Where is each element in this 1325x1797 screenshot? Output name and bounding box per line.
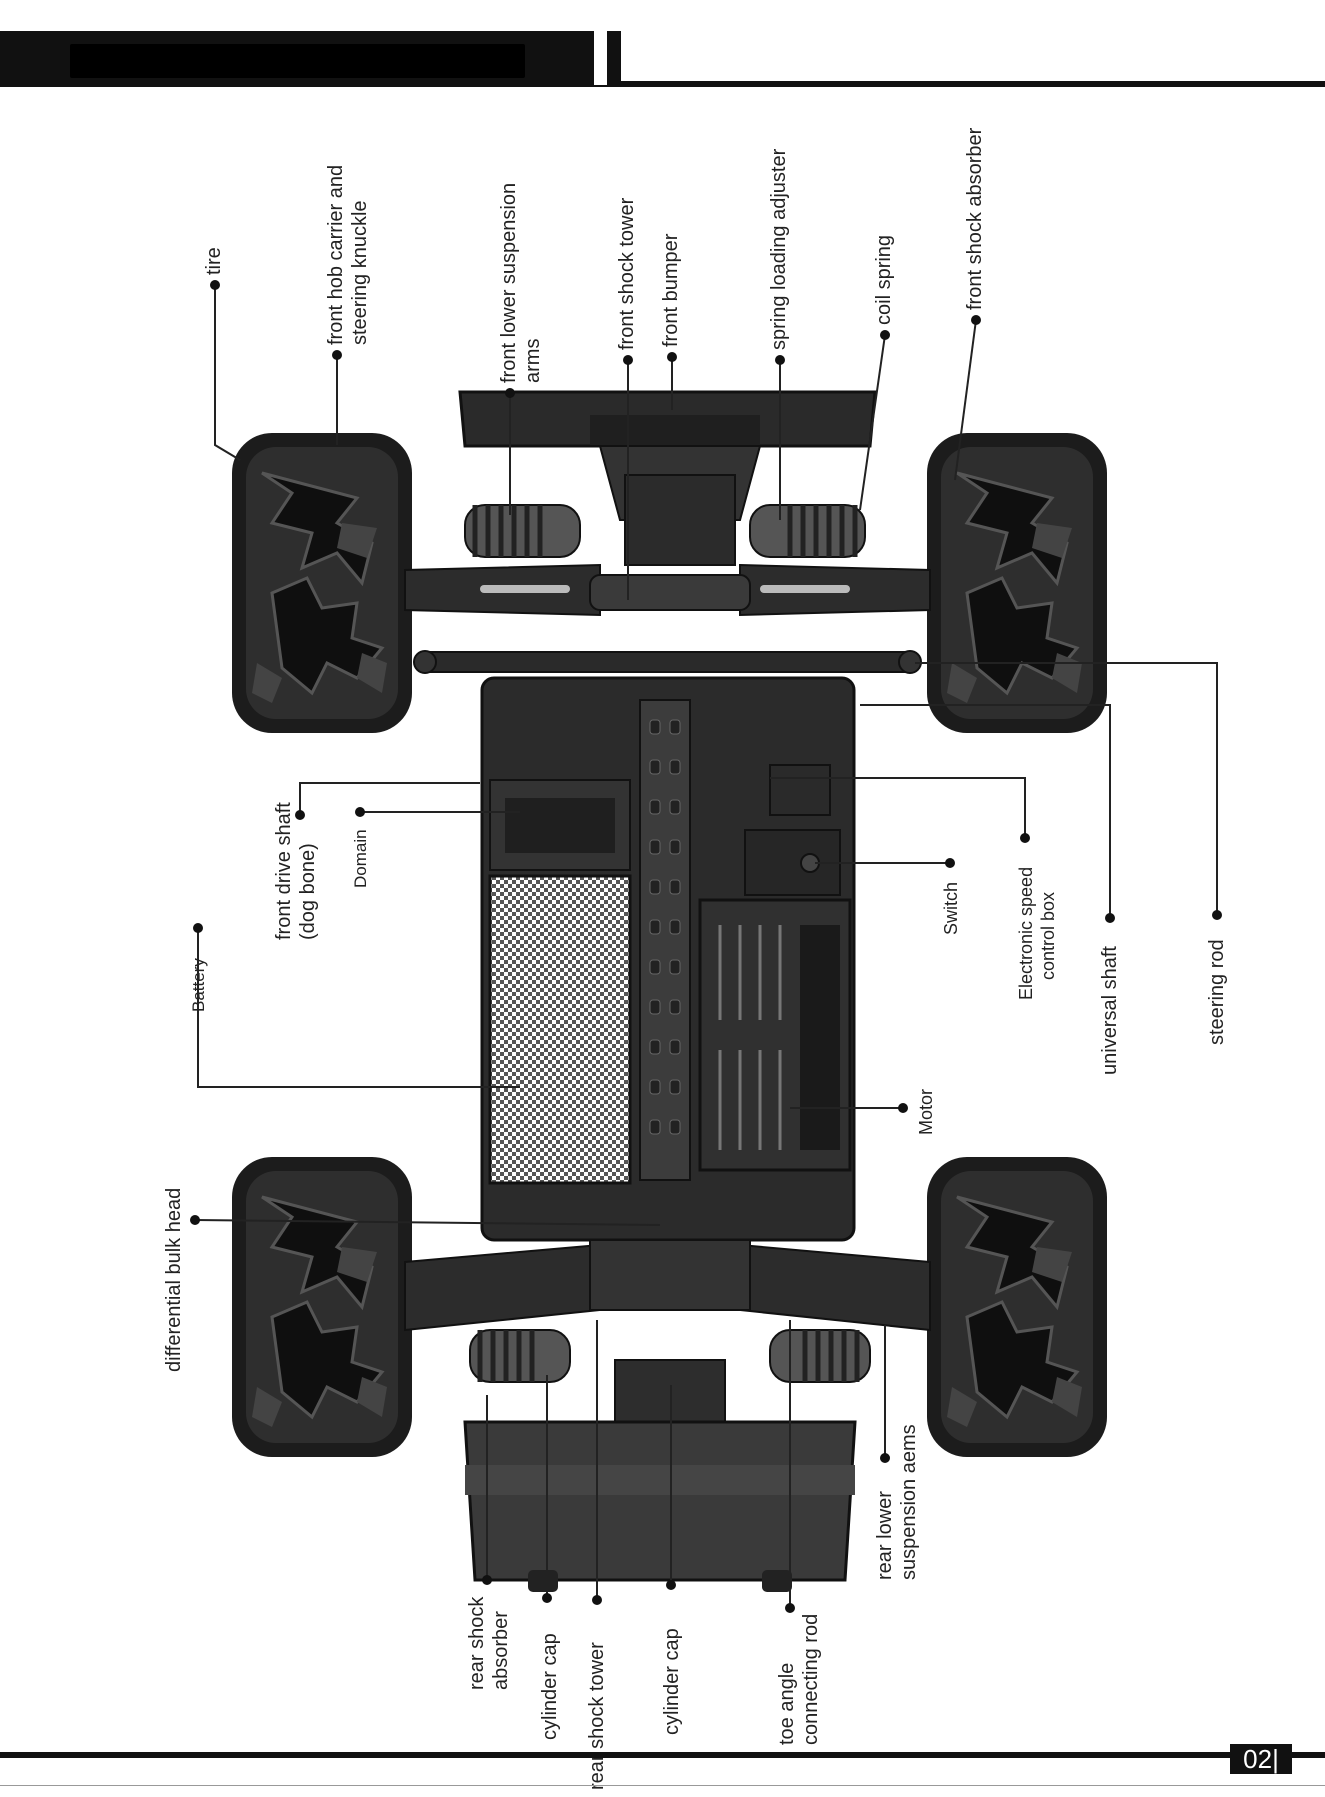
motor-side	[800, 925, 840, 1150]
rear-right-arm	[739, 1243, 931, 1332]
page-number: 02|	[1230, 1744, 1292, 1774]
label-esc-1: Electronic speed	[1016, 867, 1036, 1000]
footer-rule-thin	[0, 1785, 1325, 1786]
label-front-hob-1: front hob carrier and	[325, 165, 347, 345]
label-front-hob-2: steering knuckle	[349, 200, 371, 345]
steering-rod-end-left	[413, 650, 437, 674]
label-front-drive-1: front drive shaft	[273, 802, 295, 940]
label-cylinder-cap-1: cylinder cap	[539, 1633, 561, 1740]
battery-pack	[488, 874, 632, 1185]
label-switch: Switch	[941, 882, 961, 935]
label-motor: Motor	[916, 1089, 936, 1135]
rear-wing	[463, 1420, 857, 1582]
header-mark	[607, 31, 621, 85]
label-front-shock-absorber: front shock absorber	[964, 127, 986, 310]
center-spine	[639, 699, 691, 1181]
header-rule-thin	[0, 85, 1325, 87]
label-toe-2: connecting rod	[800, 1614, 822, 1745]
label-front-lower-1: front lower suspension	[498, 183, 520, 383]
receiver-inner	[505, 798, 615, 853]
label-battery: Battery	[189, 958, 208, 1012]
label-rear-lower-1: rear lower	[874, 1491, 896, 1580]
rear-cap-right	[762, 1570, 792, 1592]
steering-rod-part	[419, 651, 916, 673]
label-coil-spring: coil spring	[873, 235, 895, 325]
label-differential: differential bulk head	[163, 1188, 185, 1372]
label-rear-lower-2: suspension aems	[898, 1424, 920, 1580]
label-front-lower-2: arms	[522, 339, 544, 383]
label-rear-shock-2: absorber	[490, 1611, 512, 1690]
rear-right-spring	[769, 1329, 871, 1383]
label-steering-rod: steering rod	[1206, 939, 1228, 1045]
front-arm-mount	[589, 574, 751, 611]
label-domain: Domain	[351, 829, 370, 888]
front-gearbox	[624, 474, 736, 566]
rear-right-tire	[925, 1155, 1109, 1459]
label-toe-1: toe angle	[776, 1663, 798, 1745]
label-tire: tire	[203, 247, 225, 275]
front-right-tire	[925, 431, 1109, 735]
label-front-bumper: front bumper	[660, 233, 682, 347]
rear-gearbox	[589, 1239, 751, 1311]
footer-rule	[0, 1752, 1325, 1758]
label-cylinder-cap-2: cylinder cap	[661, 1628, 683, 1735]
front-left-arm-slot	[480, 585, 570, 593]
rear-cap-left	[528, 1570, 558, 1592]
front-left-tire	[230, 431, 414, 735]
rear-left-tire	[230, 1155, 414, 1459]
rear-left-arm	[404, 1243, 601, 1332]
label-front-shock-tower: front shock tower	[616, 197, 638, 350]
rear-wing-ridge	[465, 1465, 855, 1495]
rear-left-spring	[469, 1329, 571, 1383]
leader-lines	[194, 285, 1218, 1608]
esc-box	[769, 764, 831, 816]
front-right-arm-slot	[760, 585, 850, 593]
front-left-spring	[464, 504, 581, 558]
motor-fins	[718, 925, 782, 1150]
spine-holes	[649, 719, 681, 1135]
label-rear-shock-1: rear shock	[466, 1596, 488, 1690]
label-spring-loading: spring loading adjuster	[768, 148, 790, 350]
label-front-drive-2: (dog bone)	[297, 843, 319, 940]
label-esc-2: control box	[1038, 892, 1058, 980]
leader-dots	[190, 280, 1222, 1613]
header-rule	[621, 81, 1325, 87]
label-universal-shaft: universal shaft	[1099, 946, 1121, 1075]
header-title-redacted	[70, 44, 525, 78]
bumper-block	[590, 415, 760, 445]
front-right-spring	[749, 504, 866, 558]
label-rear-shock-tower: rear shock tower	[586, 1642, 608, 1790]
